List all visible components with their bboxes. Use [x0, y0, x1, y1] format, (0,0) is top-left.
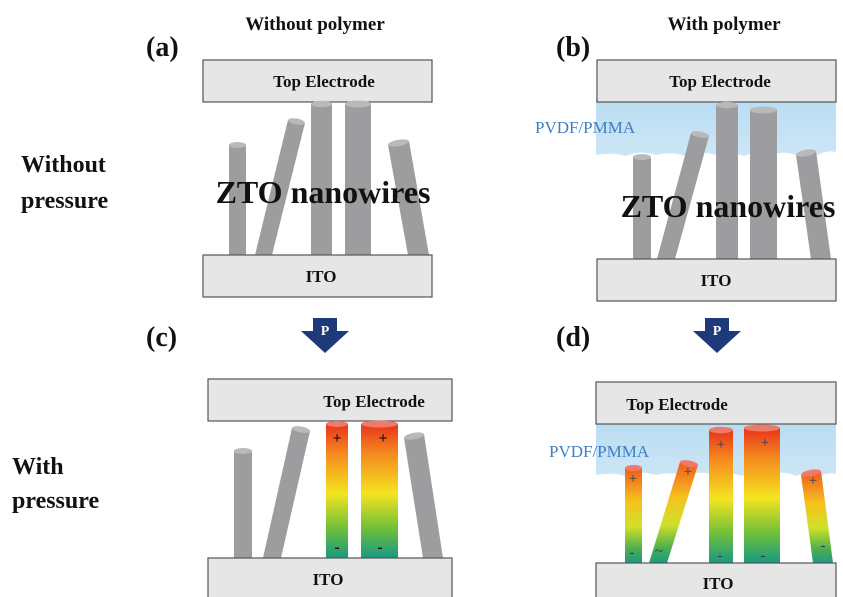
panel-c-stressed-wire-2 — [361, 424, 398, 558]
panel-d-stressed-wire-4 — [744, 428, 780, 563]
panel-a-top-electrode-label: Top Electrode — [273, 72, 375, 91]
panel-d-nanowires: + + + + + - ~ - - - — [625, 424, 833, 564]
panel-b-bottom-electrode-label: ITO — [701, 271, 732, 290]
panel-a-bottom-electrode — [202, 254, 433, 298]
panel-c-minus-1: - — [334, 539, 339, 556]
panel-c-minus-2: - — [377, 539, 382, 556]
panel-d-bottom-electrode — [595, 562, 837, 597]
panel-d-minus-2: ~ — [655, 544, 663, 560]
panel-b-top-electrode — [596, 59, 837, 103]
row-label-without-pressure-line1: Without — [21, 152, 106, 178]
row-label-with-pressure-line1: With — [12, 454, 64, 480]
panel-a-top-electrode — [202, 59, 433, 103]
row-label-without-pressure-line2: pressure — [21, 188, 108, 214]
column-title-without-polymer: Without polymer — [245, 14, 385, 35]
panel-d-minus-1: - — [630, 545, 635, 561]
panel-c-plus-1: + — [332, 430, 341, 447]
panel-c-stressed-wire-1 — [326, 424, 348, 558]
pressure-arrow-left: P — [301, 318, 349, 353]
panel-d-plus-1: + — [629, 471, 637, 487]
panel-d-stressed-wire-1 — [625, 468, 642, 563]
pressure-arrow-left-label: P — [321, 324, 330, 339]
panel-d-minus-5: - — [821, 538, 826, 554]
panel-a-nanowires — [229, 100, 429, 255]
panel-a-label: (a) — [146, 32, 179, 63]
panel-d-polymer-label: PVDF/PMMA — [549, 442, 650, 461]
panel-c-label: (c) — [146, 322, 177, 353]
pressure-arrow-right-label: P — [713, 324, 722, 339]
panel-a: (a) Top Electrode ZTO nanowires ITO — [146, 32, 433, 298]
panel-d-stressed-wire-5 — [801, 471, 833, 563]
panel-d: (d) Top Electrode + + + + + - ~ - - - — [549, 322, 837, 597]
panel-b-nanowires — [633, 101, 831, 259]
panel-c-plus-2: + — [378, 430, 387, 447]
panel-b-nanowires-label: ZTO nanowires — [621, 188, 836, 224]
panel-d-plus-3: + — [717, 437, 725, 453]
panel-d-label: (d) — [556, 322, 590, 353]
panel-d-plus-4: + — [761, 435, 769, 451]
panel-a-bottom-electrode-label: ITO — [306, 267, 337, 286]
panel-d-bottom-electrode-label: ITO — [703, 574, 734, 593]
panel-d-minus-3: - — [718, 548, 723, 564]
panel-c-top-electrode-label: Top Electrode — [323, 392, 425, 411]
panel-c: (c) Top Electrode + + - - ITO — [146, 322, 453, 597]
panel-b-bottom-electrode — [596, 258, 837, 302]
panel-c-bottom-electrode — [207, 557, 453, 597]
row-label-with-pressure-line2: pressure — [12, 488, 99, 514]
panel-b-label: (b) — [556, 32, 590, 63]
panel-d-top-electrode-label: Top Electrode — [626, 395, 728, 414]
panel-d-plus-2: + — [684, 464, 692, 480]
panel-d-top-electrode — [595, 381, 837, 425]
pressure-arrow-right: P — [693, 318, 741, 353]
panel-d-minus-4: - — [761, 548, 766, 564]
panel-c-bottom-electrode-label: ITO — [313, 570, 344, 589]
panel-b-top-electrode-label: Top Electrode — [669, 72, 771, 91]
column-title-with-polymer: With polymer — [667, 14, 781, 35]
panel-d-stressed-wire-2 — [649, 462, 698, 563]
panel-a-nanowires-label: ZTO nanowires — [216, 174, 431, 210]
panel-c-nanowires: + + - - — [234, 420, 443, 558]
panel-d-plus-5: + — [809, 473, 817, 489]
panel-d-stressed-wire-3 — [709, 430, 733, 563]
panel-b: (b) Top Electrode PVDF/PMMA ZTO nanowire… — [535, 32, 837, 302]
panel-b-polymer-label: PVDF/PMMA — [535, 118, 636, 137]
panel-c-top-electrode — [207, 378, 453, 422]
